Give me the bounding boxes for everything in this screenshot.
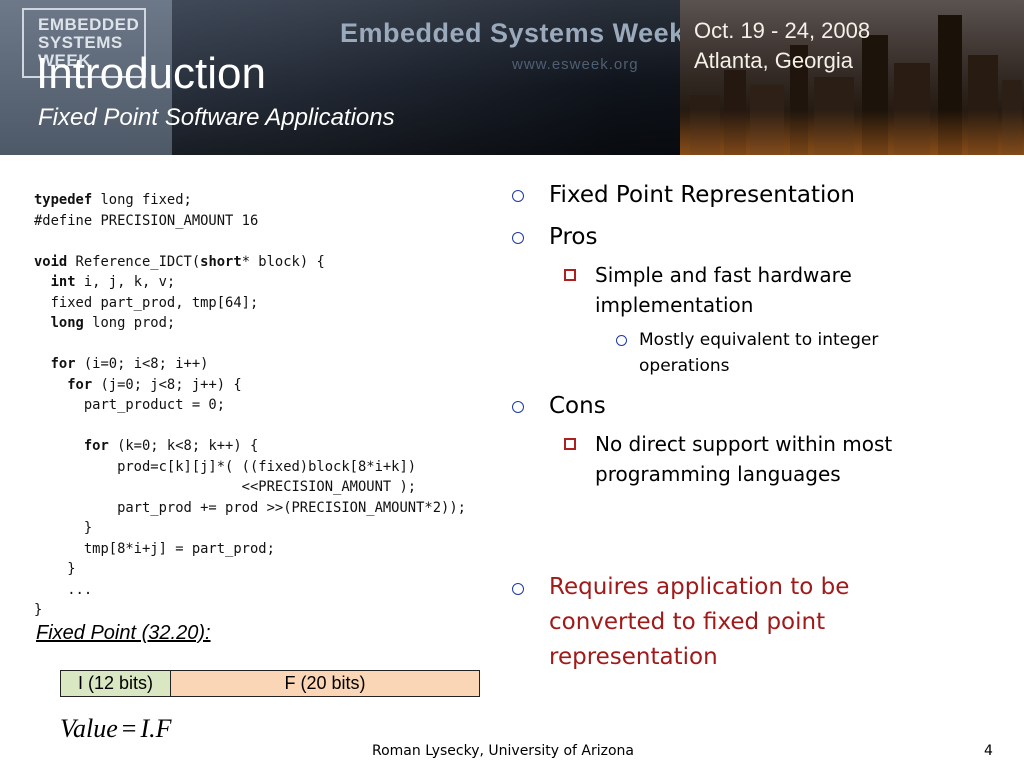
code-text: long fixed; bbox=[92, 192, 192, 208]
code-text: Reference_IDCT( bbox=[67, 253, 201, 270]
logo-line-1: EMBEDDED bbox=[38, 15, 140, 34]
logo-line-3: WEEK bbox=[38, 51, 91, 70]
circle-bullet-icon bbox=[616, 335, 627, 346]
bullet-fixed-point-representation: Fixed Point Representation bbox=[549, 182, 856, 208]
footer-author: Roman Lysecky, University of Arizona bbox=[372, 743, 635, 759]
header-banner: EMBEDDED SYSTEMS WEEK Embedded Systems W… bbox=[0, 0, 1024, 155]
formula-rhs: I.F bbox=[140, 714, 172, 743]
code-keyword: for bbox=[67, 376, 93, 393]
code-line: for (i=0; i<8; i++) bbox=[34, 354, 594, 375]
bullet-no-support-line1: No direct support within most bbox=[595, 432, 893, 456]
bullet-requires-line1: Requires application to be bbox=[549, 574, 850, 600]
code-text: (j=0; j<8; j++) { bbox=[92, 376, 242, 393]
skyline-image bbox=[680, 0, 1024, 155]
code-text: long prod; bbox=[83, 315, 176, 331]
code-text: #define PRECISION_AMOUNT 16 bbox=[34, 212, 259, 229]
code-text: ... bbox=[34, 581, 93, 598]
code-text: } bbox=[34, 520, 93, 536]
code-text: } bbox=[34, 602, 43, 618]
event-url: www.esweek.org bbox=[512, 56, 639, 73]
event-city: Atlanta, Georgia bbox=[694, 48, 853, 73]
code-line: part_product = 0; bbox=[34, 395, 594, 416]
code-listing: typedef long fixed;#define PRECISION_AMO… bbox=[34, 190, 594, 621]
code-text: (i=0; i<8; i++) bbox=[75, 356, 209, 372]
bullet-no-support-line2: programming languages bbox=[595, 462, 841, 486]
code-text bbox=[34, 438, 84, 454]
code-line: } bbox=[34, 559, 594, 580]
page-number: 4 bbox=[984, 743, 993, 759]
code-keyword: short bbox=[200, 253, 242, 270]
event-title: Embedded Systems Week bbox=[340, 18, 685, 48]
code-keyword: int bbox=[50, 274, 76, 290]
code-line: fixed part_prod, tmp[64]; bbox=[34, 293, 594, 314]
slide-subtitle: Fixed Point Software Applications bbox=[38, 104, 395, 131]
code-text: tmp[8*i+j] = part_prod; bbox=[34, 540, 275, 557]
code-keyword: void bbox=[34, 253, 68, 270]
code-keyword: for bbox=[50, 356, 76, 372]
bullet-integer-ops-line2: operations bbox=[639, 356, 730, 376]
code-text: <<PRECISION_AMOUNT ); bbox=[34, 479, 417, 495]
code-text bbox=[34, 315, 51, 331]
code-text: part_prod += prod >>(PRECISION_AMOUNT*2)… bbox=[34, 499, 466, 516]
code-line: long long prod; bbox=[34, 313, 594, 334]
code-text bbox=[34, 356, 51, 372]
value-formula: Value=I.F bbox=[60, 714, 171, 744]
event-date: Oct. 19 - 24, 2008 bbox=[694, 18, 871, 43]
logo-panel: EMBEDDED SYSTEMS WEEK bbox=[0, 0, 172, 155]
city-glow bbox=[680, 110, 1024, 155]
code-line: tmp[8*i+j] = part_prod; bbox=[34, 539, 594, 560]
bullet-integer-ops-line1: Mostly equivalent to integer bbox=[639, 330, 879, 350]
code-text: i, j, k, v; bbox=[75, 274, 176, 290]
code-line bbox=[34, 334, 594, 355]
bullet-simple-fast-line1: Simple and fast hardware bbox=[595, 263, 852, 287]
code-line: for (j=0; j<8; j++) { bbox=[34, 375, 594, 396]
code-keyword: long bbox=[50, 315, 84, 331]
slide-title: Introduction bbox=[36, 49, 266, 98]
code-line: part_prod += prod >>(PRECISION_AMOUNT*2)… bbox=[34, 498, 594, 519]
code-line bbox=[34, 231, 594, 252]
code-keyword: for bbox=[83, 438, 109, 454]
code-text: * block) { bbox=[241, 253, 325, 270]
logo-line-2: SYSTEMS bbox=[38, 33, 123, 52]
esweek-logo: EMBEDDED SYSTEMS WEEK bbox=[22, 8, 146, 78]
code-line: typedef long fixed; bbox=[34, 190, 594, 211]
formula-lhs: Value bbox=[60, 714, 118, 743]
code-line: prod=c[k][j]*( ((fixed)block[8*i+k]) bbox=[34, 457, 594, 478]
code-text: (k=0; k<8; k++) { bbox=[108, 438, 259, 454]
bullet-requires-line3: representation bbox=[549, 644, 718, 670]
code-text: } bbox=[34, 561, 76, 577]
bit-field-diagram: I (12 bits) F (20 bits) bbox=[60, 670, 480, 697]
code-text: fixed part_prod, tmp[64]; bbox=[34, 294, 259, 311]
code-text bbox=[34, 377, 67, 393]
code-line: } bbox=[34, 518, 594, 539]
code-text bbox=[34, 274, 51, 290]
code-line: int i, j, k, v; bbox=[34, 272, 594, 293]
code-line: } bbox=[34, 600, 594, 621]
formula-equals: = bbox=[121, 714, 137, 743]
fraction-bits-cell: F (20 bits) bbox=[171, 671, 479, 696]
code-line: <<PRECISION_AMOUNT ); bbox=[34, 477, 594, 498]
code-line: for (k=0; k<8; k++) { bbox=[34, 436, 594, 457]
code-line: ... bbox=[34, 580, 594, 601]
code-text: prod=c[k][j]*( ((fixed)block[8*i+k]) bbox=[34, 458, 417, 475]
code-line bbox=[34, 416, 594, 437]
integer-bits-cell: I (12 bits) bbox=[61, 671, 171, 696]
code-keyword: typedef bbox=[34, 192, 93, 208]
code-line: void Reference_IDCT(short* block) { bbox=[34, 252, 594, 273]
code-text: part_product = 0; bbox=[34, 397, 226, 413]
code-line: #define PRECISION_AMOUNT 16 bbox=[34, 211, 594, 232]
bullet-simple-fast-line2: implementation bbox=[595, 293, 754, 317]
fixed-point-label: Fixed Point (32.20): bbox=[36, 622, 211, 644]
